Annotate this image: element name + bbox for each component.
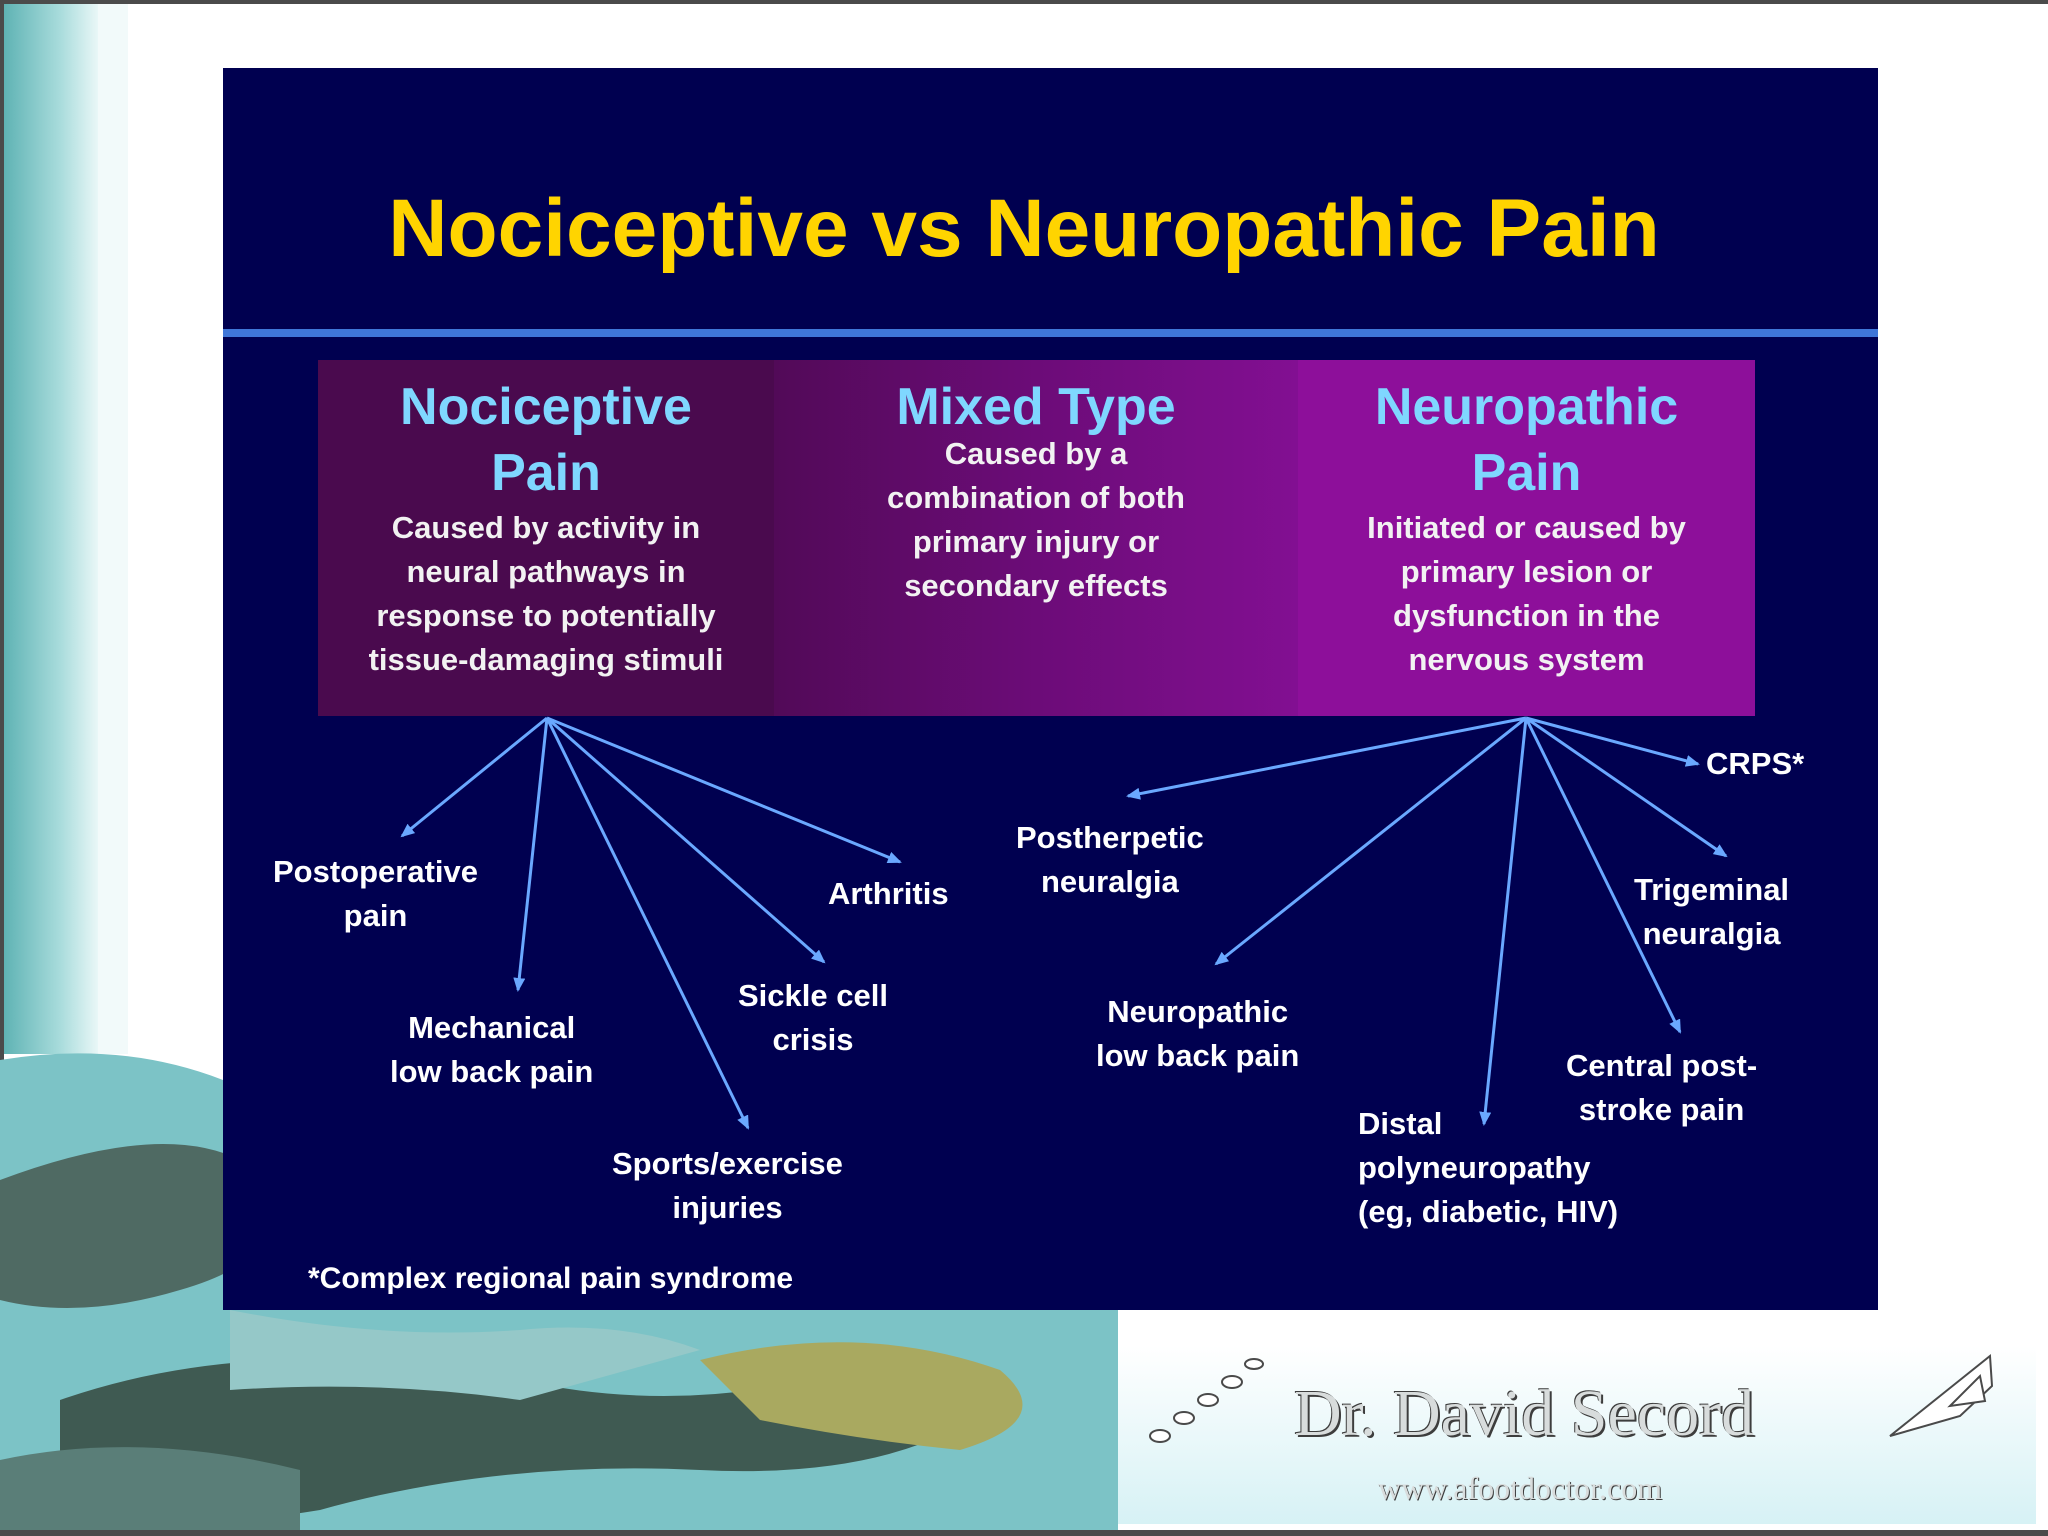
- example-line: neuralgia: [1642, 916, 1781, 951]
- example-postherpetic-neuralgia: Postherpetic neuralgia: [1016, 816, 1204, 904]
- example-line: Sports/exercise: [612, 1146, 843, 1181]
- example-line: CRPS*: [1706, 746, 1805, 781]
- nociceptive-heading-line: Nociceptive: [400, 378, 692, 436]
- footnote: *Complex regional pain syndrome: [308, 1262, 794, 1295]
- example-line: Sickle cell: [738, 978, 888, 1013]
- neuropathic-description: Initiated or caused by primary lesion or…: [1298, 506, 1755, 682]
- example-line: Central post-: [1566, 1048, 1758, 1083]
- arrow-to-postherpetic: [1126, 716, 1527, 800]
- footprints-logo: [1149, 1358, 1264, 1443]
- arrow-to-sports: [545, 717, 750, 1130]
- example-crps: CRPS*: [1706, 742, 1804, 786]
- example-line: Mechanical: [408, 1010, 576, 1045]
- mixed-type-description-line: secondary effects: [904, 568, 1168, 603]
- mixed-type-description: Caused by a combination of both primary …: [774, 432, 1298, 608]
- neuropathic-description-line: primary lesion or: [1400, 554, 1653, 589]
- example-central-post-stroke-pain: Central post- stroke pain: [1566, 1044, 1757, 1132]
- example-neuropathic-low-back-pain: Neuropathic low back pain: [1096, 990, 1299, 1078]
- example-postoperative-pain: Postoperative pain: [273, 850, 478, 938]
- arrow-to-distal: [1479, 717, 1528, 1126]
- neuropathic-heading-line: Pain: [1471, 444, 1582, 502]
- nociceptive-description-line: tissue-damaging stimuli: [368, 642, 724, 677]
- example-line: Arthritis: [828, 876, 949, 911]
- example-line: stroke pain: [1578, 1092, 1745, 1127]
- nociceptive-heading-line: Pain: [491, 444, 601, 502]
- nociceptive-description-line: neural pathways in: [406, 554, 686, 589]
- example-line: polyneuropathy: [1358, 1150, 1591, 1185]
- brand-panel: [1118, 1346, 2036, 1524]
- neuropathic-box: Neuropathic Pain Initiated or caused by …: [1298, 360, 1755, 716]
- example-line: Postoperative: [273, 854, 479, 889]
- arrow-to-central-post-stroke: [1524, 717, 1682, 1034]
- example-line: Postherpetic: [1016, 820, 1204, 855]
- example-line: Distal: [1358, 1106, 1443, 1141]
- neuropathic-description-line: nervous system: [1408, 642, 1645, 677]
- example-arthritis: Arthritis: [828, 872, 949, 916]
- brand-name: Dr. David Secord: [1294, 1377, 1755, 1450]
- arrow-to-neuropathic-low-back: [1214, 716, 1527, 966]
- arrow-to-mechanical: [513, 717, 549, 992]
- corner-logo: [1889, 1354, 1994, 1437]
- nociceptive-description: Caused by activity in neural pathways in…: [318, 506, 774, 682]
- example-trigeminal-neuralgia: Trigeminal neuralgia: [1634, 868, 1789, 956]
- nociceptive-box: Nociceptive Pain Caused by activity in n…: [318, 360, 774, 716]
- example-line: Neuropathic: [1107, 994, 1289, 1029]
- title-divider: [223, 329, 1878, 337]
- example-line: (eg, diabetic, HIV): [1358, 1194, 1619, 1229]
- arrow-to-crps: [1525, 716, 1700, 767]
- example-line: neuralgia: [1040, 864, 1179, 899]
- arrow-to-arthritis: [546, 716, 902, 864]
- mixed-type-heading: Mixed Type: [774, 374, 1298, 440]
- example-line: injuries: [672, 1190, 783, 1225]
- slide-title: Nociceptive vs Neuropathic Pain: [388, 183, 1660, 274]
- neuropathic-heading-line: Neuropathic: [1374, 378, 1679, 436]
- arrow-to-postoperative: [400, 716, 548, 838]
- example-line: pain: [343, 898, 408, 933]
- example-line: low back pain: [390, 1054, 594, 1089]
- example-sickle-cell-crisis: Sickle cell crisis: [738, 974, 888, 1062]
- example-line: low back pain: [1096, 1038, 1300, 1073]
- arrow-to-sickle-cell: [546, 716, 826, 964]
- mixed-type-description-line: Caused by a: [944, 436, 1128, 471]
- mixed-type-heading-line: Mixed Type: [896, 378, 1176, 436]
- neuropathic-description-line: dysfunction in the: [1393, 598, 1660, 633]
- example-line: Trigeminal: [1634, 872, 1790, 907]
- nociceptive-heading: Nociceptive Pain: [318, 374, 774, 506]
- example-line: crisis: [772, 1022, 854, 1057]
- example-sports-exercise-injuries: Sports/exercise injuries: [612, 1142, 843, 1230]
- mixed-type-box: Mixed Type Caused by a combination of bo…: [774, 360, 1298, 716]
- example-distal-polyneuropathy: Distal polyneuropathy (eg, diabetic, HIV…: [1358, 1102, 1618, 1234]
- nociceptive-description-line: response to potentially: [376, 598, 716, 633]
- neuropathic-description-line: Initiated or caused by: [1367, 510, 1686, 545]
- brand-url[interactable]: www.afootdoctor.com: [1378, 1470, 1663, 1506]
- neuropathic-heading: Neuropathic Pain: [1298, 374, 1755, 506]
- example-mechanical-low-back-pain: Mechanical low back pain: [390, 1006, 593, 1094]
- mixed-type-description-line: primary injury or: [912, 524, 1160, 559]
- nociceptive-description-line: Caused by activity in: [391, 510, 701, 545]
- arrow-to-trigeminal: [1525, 716, 1728, 858]
- mixed-type-description-line: combination of both: [887, 480, 1185, 515]
